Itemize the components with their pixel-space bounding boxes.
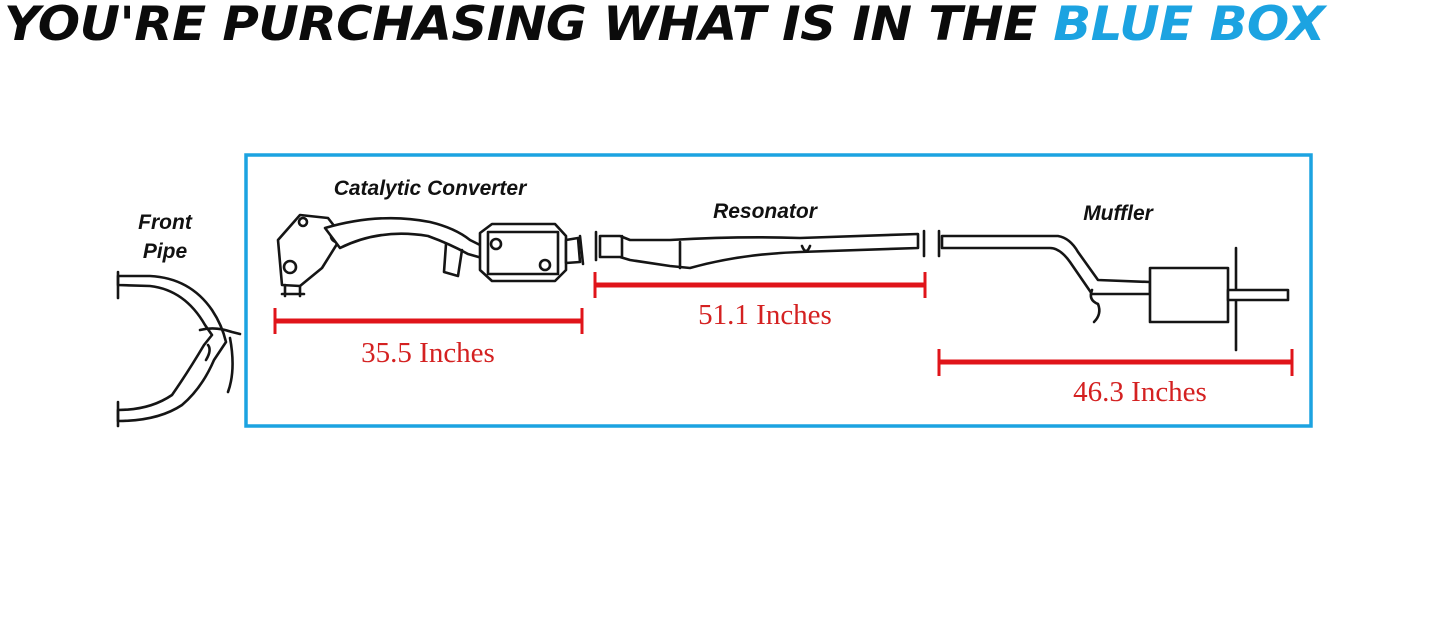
front-pipe-label-line2: Pipe [143, 240, 188, 263]
headline-highlight: BLUE BOX [1053, 0, 1325, 52]
resonator-length: 51.1 Inches [698, 299, 832, 331]
catalytic-converter-label: Catalytic Converter [334, 177, 528, 200]
catalytic-converter-drawing [276, 213, 585, 298]
front-pipe-label-line1: Front [138, 211, 193, 234]
resonator-label: Resonator [713, 200, 819, 223]
muffler-measure-bar [937, 349, 1294, 376]
catalytic-converter-measure-bar [273, 308, 584, 334]
muffler-drawing [937, 229, 1290, 352]
muffler-length: 46.3 Inches [1073, 376, 1207, 408]
headline: YOU'RE PURCHASING WHAT IS IN THE BLUE BO… [4, 0, 1325, 50]
blue-box [244, 153, 1313, 428]
headline-prefix: YOU'RE PURCHASING WHAT IS IN THE [4, 0, 1054, 52]
catalytic-converter-length: 35.5 Inches [361, 337, 495, 369]
front-pipe-drawing [116, 270, 242, 428]
resonator-measure-bar [593, 272, 927, 298]
muffler-label: Muffler [1083, 202, 1154, 225]
resonator-drawing [594, 229, 926, 270]
